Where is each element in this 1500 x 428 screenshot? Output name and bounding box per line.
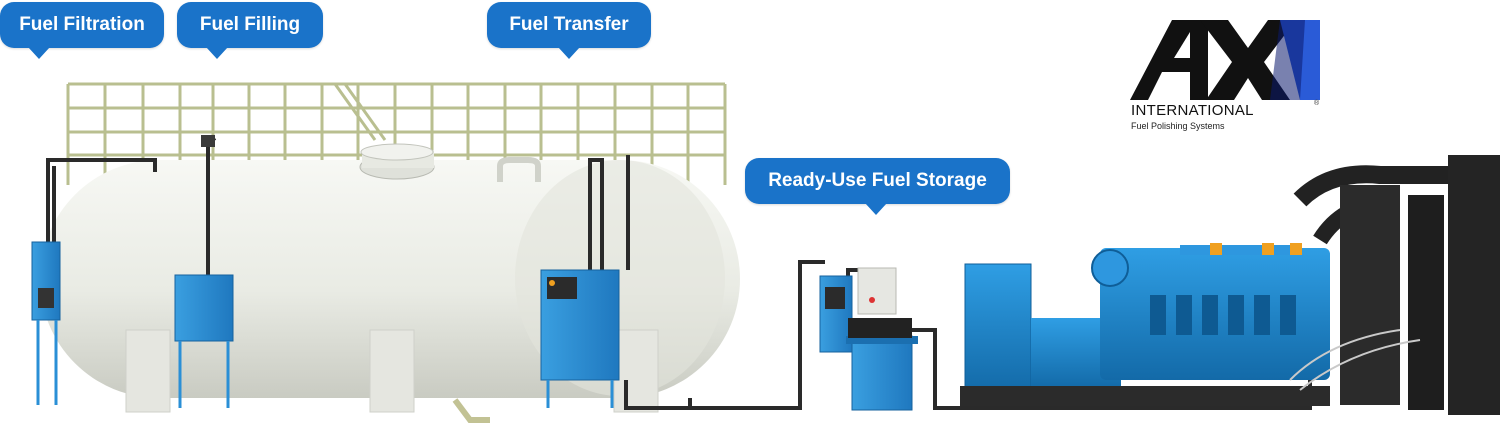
logo-registered-mark: ® bbox=[1314, 100, 1320, 107]
fuel-transfer-callout[interactable]: Fuel Transfer bbox=[487, 2, 651, 59]
ready-use-fuel-storage-callout[interactable]: Ready-Use Fuel Storage bbox=[745, 158, 1010, 215]
filtration-cabinet bbox=[31, 241, 61, 405]
generator bbox=[960, 155, 1500, 415]
filling-cabinet bbox=[174, 274, 234, 408]
fuel-filling-callout[interactable]: Fuel Filling bbox=[177, 2, 323, 59]
logo-tagline: Fuel Polishing Systems bbox=[1131, 121, 1225, 131]
fuel-filtration-callout[interactable]: Fuel Filtration bbox=[0, 2, 164, 59]
ready-use-unit bbox=[819, 267, 918, 411]
transfer-cabinet bbox=[540, 269, 620, 408]
axi-logo-mark bbox=[1130, 20, 1320, 100]
logo-international-text: INTERNATIONAL bbox=[1131, 102, 1254, 119]
tank-saddles bbox=[125, 329, 659, 413]
